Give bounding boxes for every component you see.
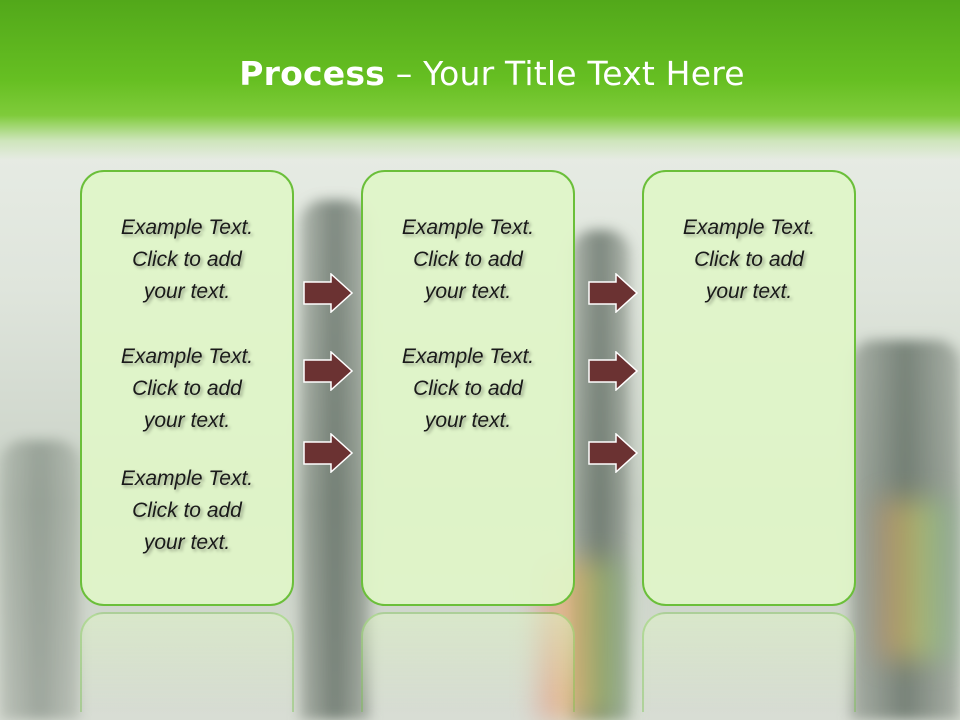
- text-line: your text.: [143, 409, 231, 432]
- arrow-right-icon[interactable]: [303, 433, 353, 473]
- arrow-right-icon[interactable]: [303, 273, 353, 313]
- text-line: Example Text.: [120, 345, 254, 368]
- arrow-right-icon[interactable]: [588, 351, 638, 391]
- title-bar: [0, 0, 960, 160]
- text-block[interactable]: Example Text. Click to add your text.: [82, 212, 292, 308]
- text-line: Click to add: [413, 248, 523, 271]
- title-bold-part: Process: [239, 54, 386, 93]
- text-line: Click to add: [413, 377, 523, 400]
- text-block[interactable]: Example Text. Click to add your text.: [82, 341, 292, 437]
- box-reflection: [642, 612, 856, 712]
- process-box-2[interactable]: Example Text. Click to add your text. Ex…: [361, 170, 575, 606]
- process-box-3[interactable]: Example Text. Click to add your text.: [642, 170, 856, 606]
- text-line: your text.: [143, 531, 231, 554]
- text-block[interactable]: Example Text. Click to add your text.: [644, 212, 854, 308]
- box-reflection: [361, 612, 575, 712]
- box-reflection: [80, 612, 294, 712]
- text-line: Click to add: [132, 499, 242, 522]
- text-line: your text.: [424, 409, 512, 432]
- text-line: Click to add: [132, 377, 242, 400]
- text-line: your text.: [424, 280, 512, 303]
- text-line: your text.: [143, 280, 231, 303]
- arrow-right-icon[interactable]: [588, 433, 638, 473]
- text-line: Example Text.: [401, 216, 535, 239]
- background-glow: [880, 500, 950, 660]
- title-rest-part: – Your Title Text Here: [385, 54, 745, 93]
- text-line: your text.: [705, 280, 793, 303]
- arrow-right-icon[interactable]: [303, 351, 353, 391]
- text-line: Click to add: [132, 248, 242, 271]
- text-block[interactable]: Example Text. Click to add your text.: [82, 463, 292, 559]
- background-tube: [0, 440, 80, 720]
- text-line: Example Text.: [120, 216, 254, 239]
- slide-title[interactable]: Process – Your Title Text Here: [0, 54, 960, 93]
- text-block[interactable]: Example Text. Click to add your text.: [363, 212, 573, 308]
- text-line: Example Text.: [401, 345, 535, 368]
- text-block[interactable]: Example Text. Click to add your text.: [363, 341, 573, 437]
- text-line: Example Text.: [682, 216, 816, 239]
- process-box-1[interactable]: Example Text. Click to add your text. Ex…: [80, 170, 294, 606]
- text-line: Click to add: [694, 248, 804, 271]
- text-line: Example Text.: [120, 467, 254, 490]
- arrow-right-icon[interactable]: [588, 273, 638, 313]
